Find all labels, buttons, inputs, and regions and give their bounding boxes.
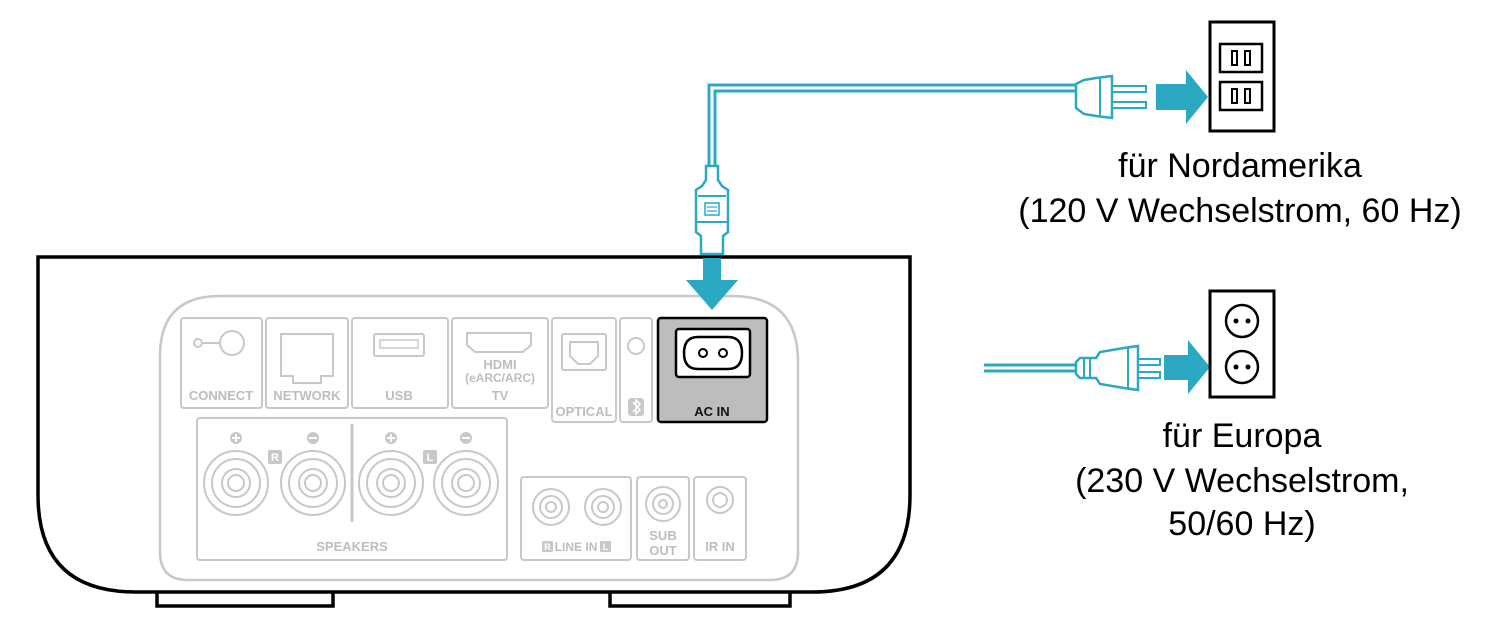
rear-panel — [158, 294, 800, 582]
bluetooth-button[interactable] — [619, 317, 653, 423]
bluetooth-icon — [632, 398, 642, 416]
caption-europe-line1: für Europa — [1163, 417, 1322, 455]
sub-out-label-2: OUT — [649, 543, 677, 558]
na-plug — [1074, 74, 1114, 120]
ac-in-port[interactable]: AC IN — [656, 316, 769, 424]
outlet-europe — [1208, 289, 1276, 399]
hdmi-label: HDMI — [483, 357, 516, 372]
optical-port[interactable]: OPTICAL — [551, 317, 617, 423]
line-in-r-badge: R — [544, 542, 551, 552]
hdmi-port[interactable]: HDMI (eARC/ARC) TV — [451, 317, 549, 409]
sub-out-port[interactable]: SUB OUT — [636, 476, 690, 561]
ir-in-label: IR IN — [705, 539, 735, 554]
speaker-right-badge: R — [271, 452, 279, 464]
arrow-right-icon — [1164, 340, 1210, 394]
line-in-label: LINE IN — [555, 540, 598, 554]
iec-plug — [694, 164, 730, 256]
network-port[interactable]: NETWORK — [265, 317, 349, 409]
caption-north-america-line1: für Nordamerika — [1118, 147, 1362, 185]
caption-europe-line2: (230 V Wechselstrom, — [1075, 462, 1409, 500]
usb-label: USB — [385, 388, 412, 403]
eu-plug — [1074, 344, 1140, 392]
ac-in-label: AC IN — [694, 404, 729, 419]
speaker-terminals[interactable]: R L SPEAKERS — [196, 417, 508, 561]
arrow-right-icon — [1156, 70, 1208, 124]
speakers-label: SPEAKERS — [316, 539, 388, 554]
ir-in-port[interactable]: IR IN — [693, 476, 747, 561]
hdmi-tv-label: TV — [492, 388, 509, 403]
hdmi-earc-label: (eARC/ARC) — [465, 371, 535, 385]
power-cable-europe — [984, 344, 1161, 392]
line-in-l-badge: L — [603, 542, 609, 552]
network-label: NETWORK — [273, 388, 341, 403]
caption-north-america-line2: (120 V Wechselstrom, 60 Hz) — [1018, 192, 1461, 230]
arrow-down-icon — [686, 258, 738, 310]
speaker-left-badge: L — [427, 452, 434, 464]
connect-label: CONNECT — [189, 388, 253, 403]
caption-europe-line3: 50/60 Hz) — [1168, 505, 1315, 543]
sub-out-label: SUB — [649, 528, 676, 543]
outlet-north-america — [1208, 20, 1276, 133]
power-cable-north-america — [694, 74, 1147, 256]
connect-port[interactable]: CONNECT — [180, 317, 263, 409]
usb-port[interactable]: USB — [351, 317, 449, 409]
optical-label: OPTICAL — [555, 404, 612, 419]
line-in-port[interactable]: R LINE IN L — [520, 476, 632, 561]
